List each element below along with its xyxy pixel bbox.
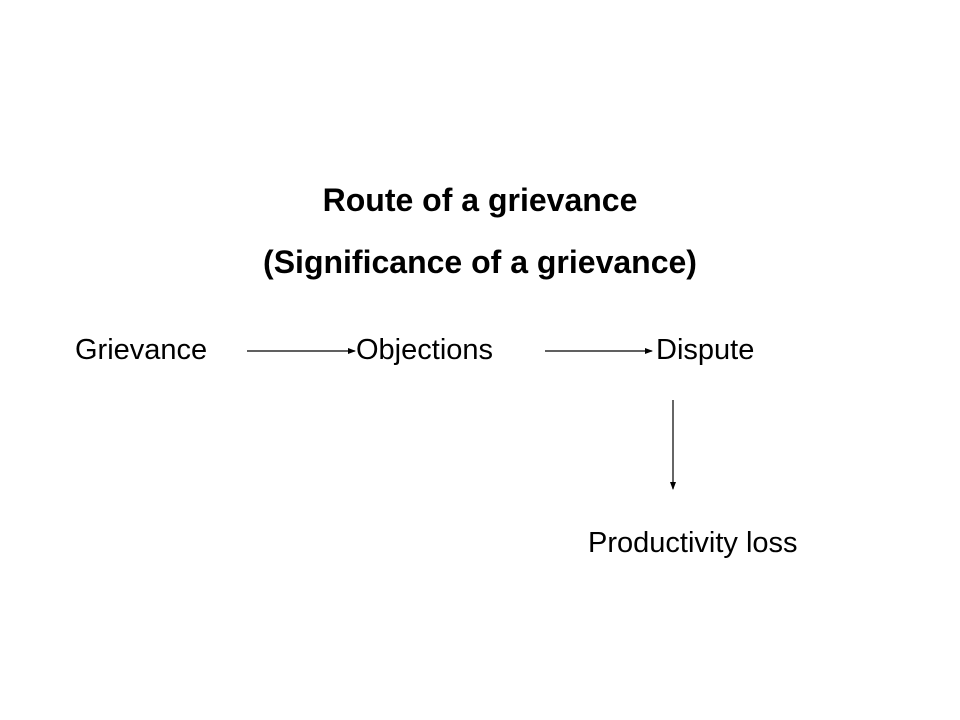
- node-dispute: Dispute: [656, 334, 755, 366]
- node-productivity-loss: Productivity loss: [588, 527, 798, 559]
- diagram-subtitle: (Significance of a grievance): [263, 244, 697, 280]
- node-grievance: Grievance: [75, 334, 208, 366]
- node-objections: Objections: [356, 334, 494, 366]
- diagram-title: Route of a grievance: [322, 182, 638, 218]
